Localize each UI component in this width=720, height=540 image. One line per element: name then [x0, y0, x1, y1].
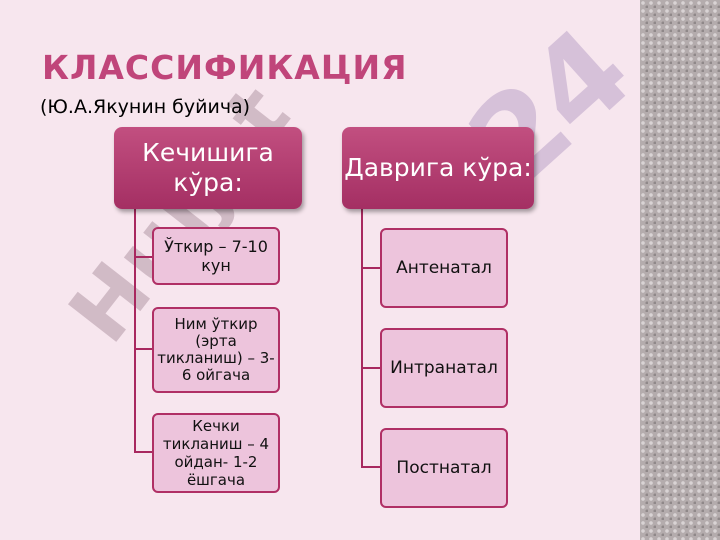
child-antenatal: Антенатал — [380, 228, 508, 308]
page-subtitle: (Ю.А.Якунин буйича) — [40, 96, 251, 118]
child-late-recovery-label: Кечки тикланиш – 4 ойдан- 1-2 ёшгача — [162, 417, 270, 489]
connector-1-1 — [134, 256, 154, 258]
connector-2-2 — [361, 367, 381, 369]
child-subacute-label: Ним ўткир (эрта тикланиш) – 3-6 ойгача — [157, 315, 275, 384]
connector-1-2 — [134, 348, 154, 350]
connector-2-3 — [361, 466, 381, 468]
connector-1-3 — [134, 451, 154, 453]
child-acute-label: Ўткир – 7-10 кун — [164, 237, 268, 275]
child-antenatal-label: Антенатал — [396, 258, 492, 278]
branch-header-course: Кечишига кўра: — [114, 127, 302, 209]
decorative-side-strip — [640, 0, 720, 540]
branch-header-period: Даврига кўра: — [342, 127, 534, 209]
child-intranatal: Интранатал — [380, 328, 508, 408]
child-acute: Ўткир – 7-10 кун — [152, 227, 280, 285]
child-late-recovery: Кечки тикланиш – 4 ойдан- 1-2 ёшгача — [152, 413, 280, 493]
branch-header-course-label: Кечишига кўра: — [142, 138, 274, 197]
child-subacute: Ним ўткир (эрта тикланиш) – 3-6 ойгача — [152, 307, 280, 393]
connector-2-1 — [361, 267, 381, 269]
branch-header-period-label: Даврига кўра: — [344, 153, 532, 182]
child-postnatal-label: Постнатал — [396, 458, 492, 478]
connector-trunk-1 — [134, 209, 136, 453]
child-intranatal-label: Интранатал — [390, 358, 498, 378]
child-postnatal: Постнатал — [380, 428, 508, 508]
connector-trunk-2 — [361, 209, 363, 467]
page-title: КЛАССИФИКАЦИЯ — [42, 48, 408, 87]
slide — [0, 0, 640, 540]
